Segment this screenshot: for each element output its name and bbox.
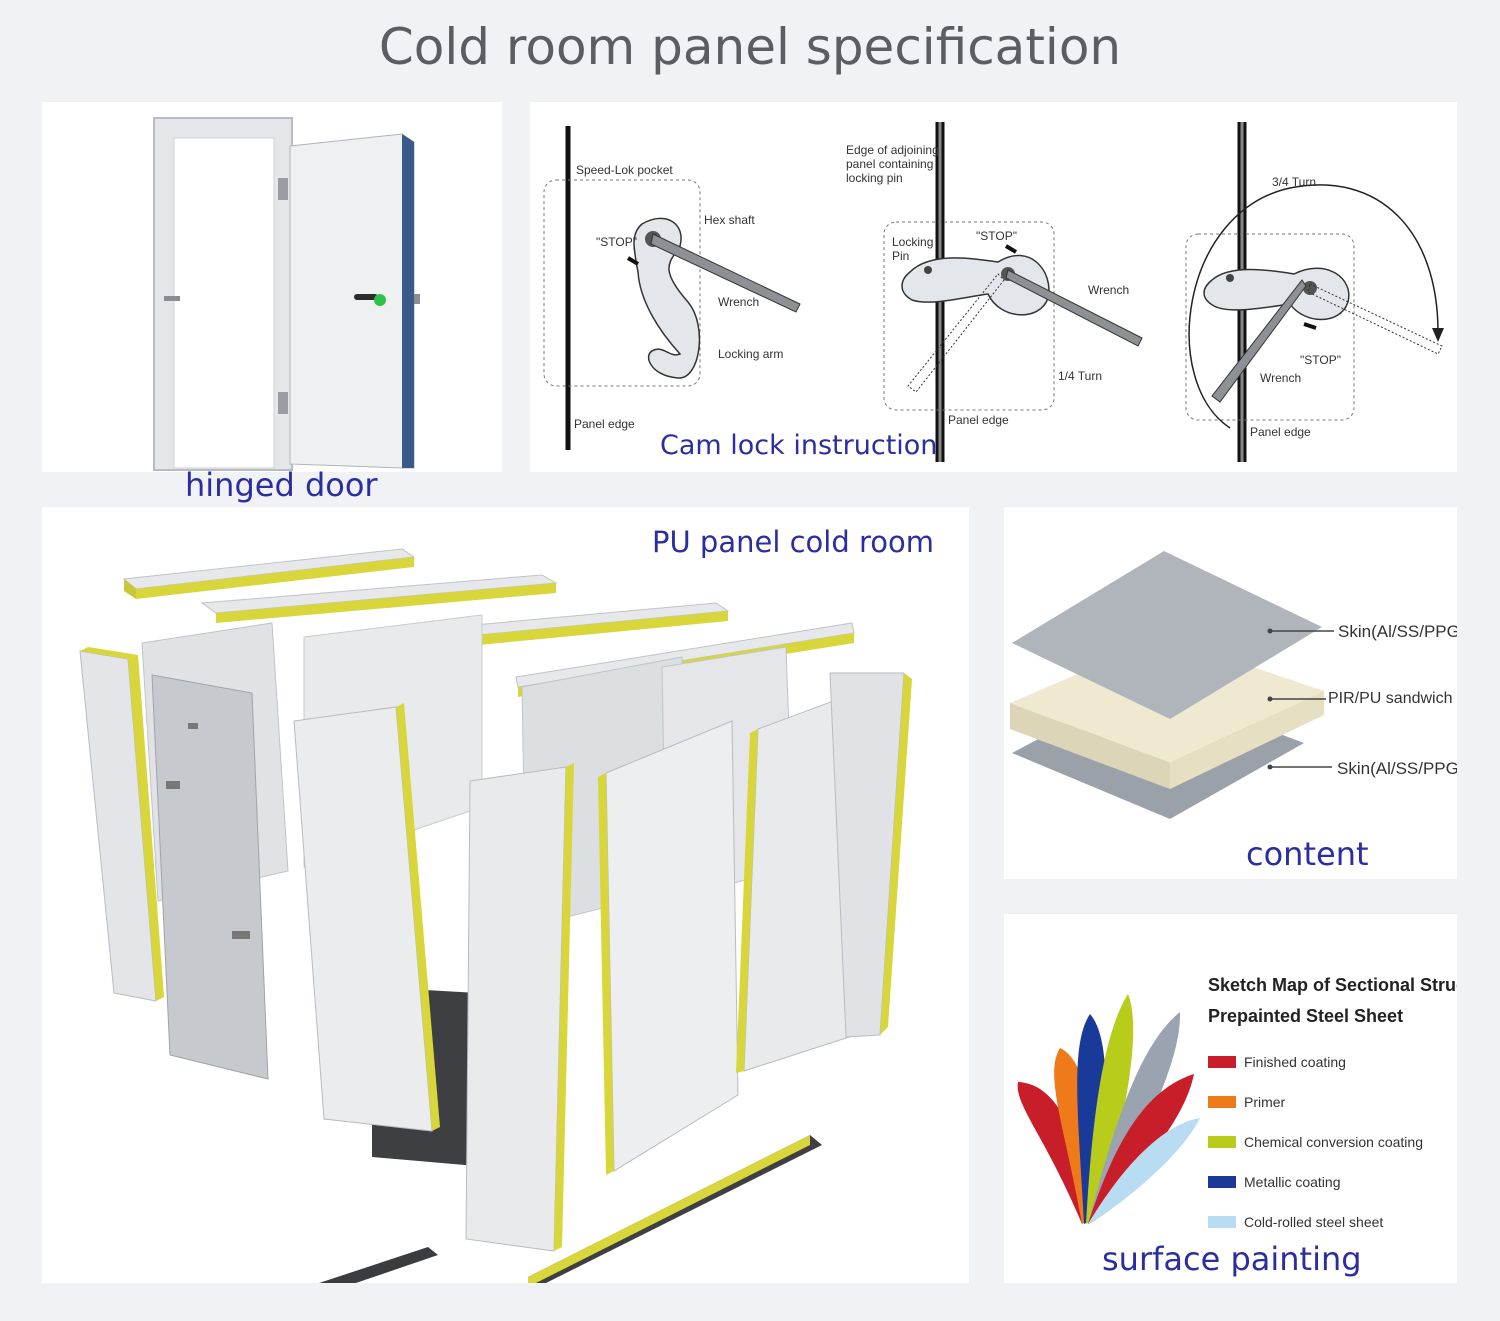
label-stop-2: "STOP"	[976, 229, 1017, 243]
legend-title-line2: Prepainted Steel Sheet	[1208, 1006, 1403, 1026]
label-speedlok-pocket: Speed-Lok pocket	[576, 163, 673, 177]
legend-label-4: Cold-rolled steel sheet	[1244, 1214, 1383, 1230]
legend-label-2: Chemical conversion coating	[1244, 1134, 1423, 1150]
legend-swatch-2	[1208, 1136, 1236, 1148]
label-adjoining-1: Edge of adjoining	[846, 143, 939, 157]
legend-swatch-3	[1208, 1176, 1236, 1188]
legend-label-3: Metallic coating	[1244, 1174, 1341, 1190]
label-quarter-turn: 1/4 Turn	[1058, 369, 1102, 383]
legend-label-0: Finished coating	[1244, 1054, 1346, 1070]
painting-panel: Sketch Map of Sectional Structure of Pre…	[1004, 914, 1457, 1283]
legend-title-line1: Sketch Map of Sectional Structure of	[1208, 975, 1457, 995]
coldroom-exploded-illustration	[79, 548, 912, 1283]
layer-label-top-skin: Skin(Al/SS/PPGI)	[1338, 622, 1457, 641]
coldroom-panel: PU panel cold room	[42, 507, 969, 1283]
label-adjoining-3: locking pin	[846, 171, 903, 185]
label-locking-arm: Locking arm	[718, 347, 783, 361]
content-caption: content	[1246, 835, 1369, 873]
camlock-step-3: 3/4 Turn "STOP" Wrench Panel edge	[1185, 122, 1444, 462]
label-stop-1: "STOP"	[596, 235, 637, 249]
panel-layers-illustration: Skin(Al/SS/PPGI) PIR/PU sandwich foam Sk…	[1010, 551, 1457, 819]
layer-label-foam: PIR/PU sandwich foam	[1328, 690, 1457, 707]
painting-caption: surface painting	[1102, 1240, 1362, 1278]
label-panel-edge-2: Panel edge	[948, 413, 1009, 427]
coldroom-caption: PU panel cold room	[652, 525, 934, 559]
coating-fan	[1017, 994, 1200, 1224]
content-panel: Skin(Al/SS/PPGI) PIR/PU sandwich foam Sk…	[1004, 507, 1457, 879]
door-panel	[42, 102, 502, 472]
door-caption: hinged door	[185, 466, 378, 504]
camlock-step-1: Speed-Lok pocket "STOP" Hex shaft Wrench…	[543, 126, 801, 450]
layer-label-bottom-skin: Skin(Al/SS/PPGI)	[1337, 759, 1457, 778]
label-wrench-1: Wrench	[718, 295, 759, 309]
legend-swatch-4	[1208, 1216, 1236, 1228]
painting-layers-illustration	[1017, 994, 1200, 1224]
label-wrench-2: Wrench	[1088, 283, 1129, 297]
legend-swatch-0	[1208, 1056, 1236, 1068]
painting-legend: Sketch Map of Sectional Structure of Pre…	[1208, 975, 1457, 1230]
label-locking-pin-2: Pin	[892, 249, 909, 263]
camlock-caption: Cam lock instruction	[660, 430, 938, 461]
legend-swatch-1	[1208, 1096, 1236, 1108]
hinged-door-illustration	[153, 117, 420, 471]
camlock-panel: Speed-Lok pocket "STOP" Hex shaft Wrench…	[530, 102, 1457, 472]
camlock-step-2: Edge of adjoining panel containing locki…	[846, 122, 1143, 462]
label-adjoining-2: panel containing	[846, 157, 933, 171]
legend-label-1: Primer	[1244, 1094, 1286, 1110]
label-locking-pin-1: Locking	[892, 235, 933, 249]
label-stop-3: "STOP"	[1300, 353, 1341, 367]
label-panel-edge-1: Panel edge	[574, 417, 635, 431]
label-hex-shaft: Hex shaft	[704, 213, 755, 227]
label-wrench-3: Wrench	[1260, 371, 1301, 385]
label-panel-edge-3: Panel edge	[1250, 425, 1311, 439]
camlock-diagram: Speed-Lok pocket "STOP" Hex shaft Wrench…	[543, 122, 1444, 462]
page-title: Cold room panel specification	[378, 18, 1122, 76]
label-three-quarter-turn: 3/4 Turn	[1272, 175, 1316, 189]
